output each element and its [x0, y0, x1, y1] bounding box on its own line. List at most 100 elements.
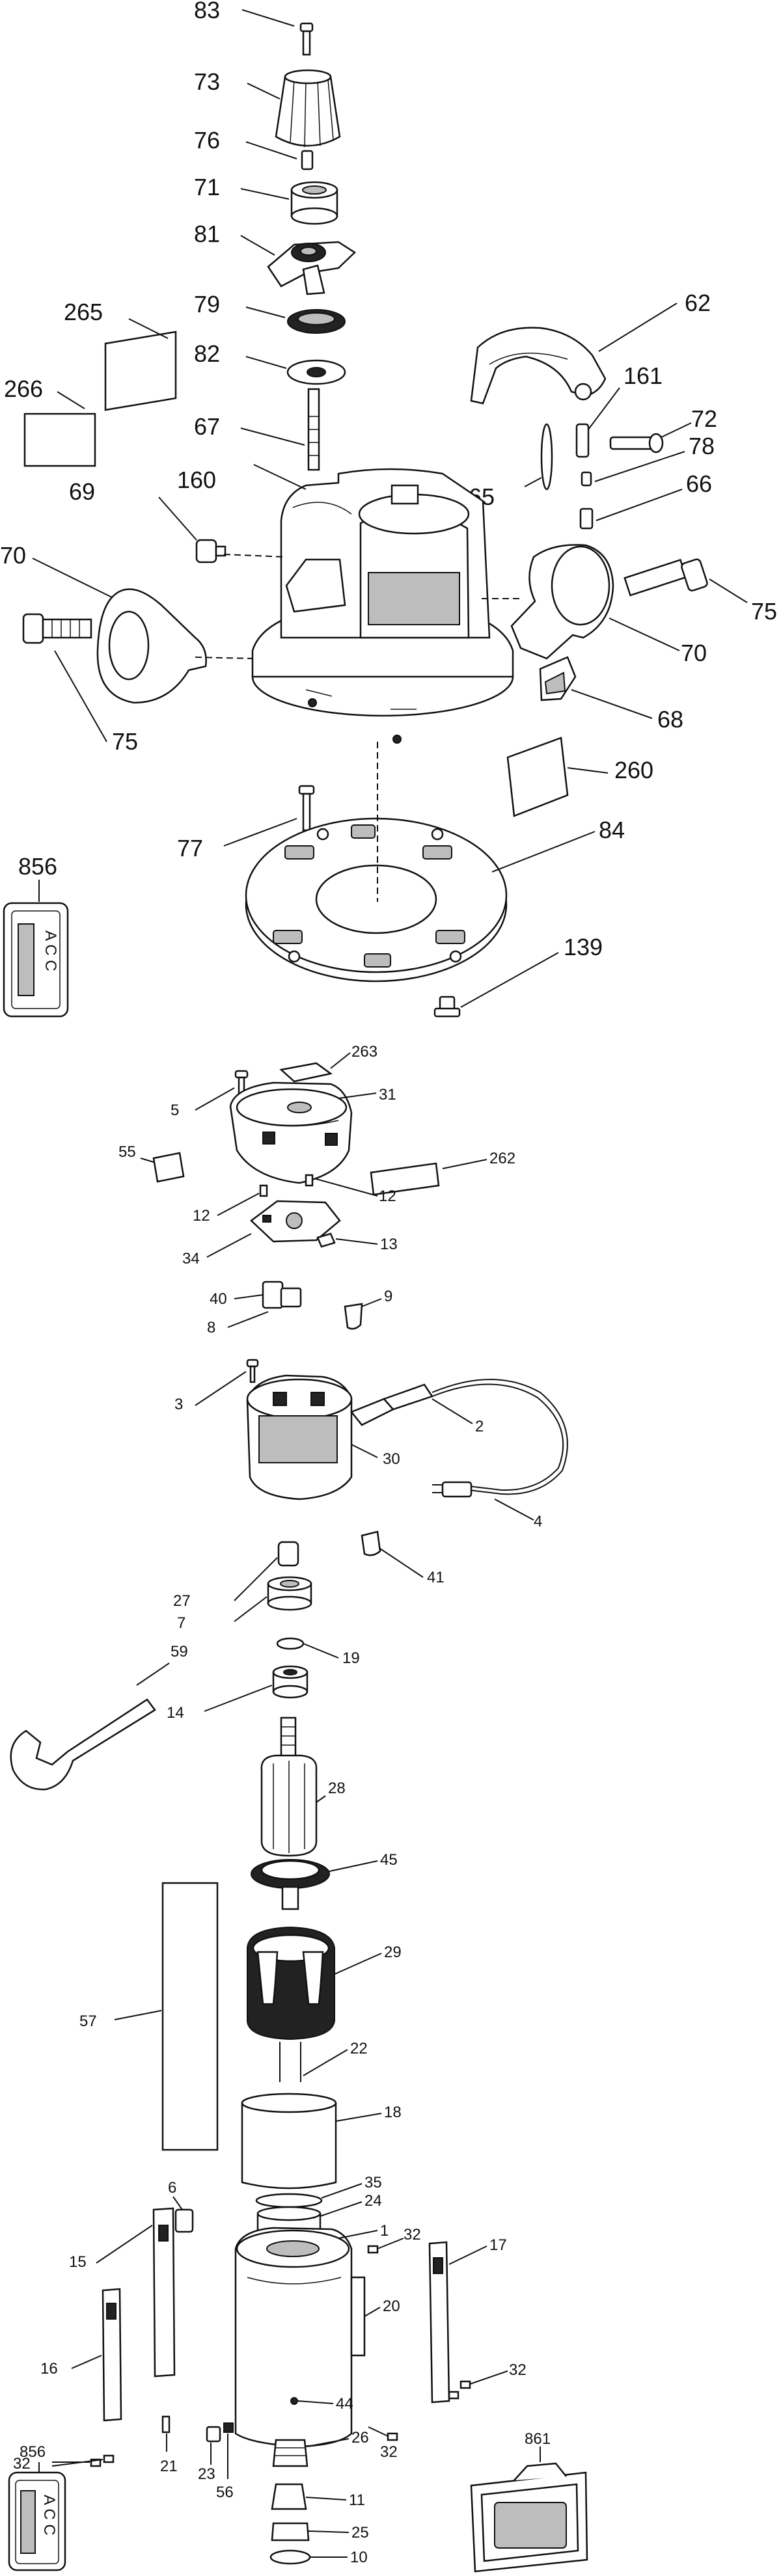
label-35: 35: [364, 2174, 382, 2191]
part-59-wrench: [10, 1662, 170, 1791]
label-8: 8: [207, 1319, 215, 1336]
part-262-label: [370, 1159, 487, 1196]
label-29: 29: [384, 1944, 402, 1961]
part-71-collar: [240, 181, 338, 225]
label-45: 45: [380, 1851, 398, 1869]
label-32-left: 32: [13, 2455, 31, 2473]
label-2: 2: [475, 1418, 484, 1435]
label-40: 40: [210, 1290, 227, 1308]
part-57-baffle: [114, 1882, 219, 2151]
part-31-motor-cap: [229, 1081, 377, 1184]
label-84: 84: [599, 817, 625, 843]
part-23-spring: [206, 2426, 221, 2465]
warning-label-text-top: A C C: [42, 930, 59, 971]
part-78-spring: [581, 451, 685, 487]
part-32-screws: [51, 2238, 508, 2467]
label-69: 69: [69, 478, 95, 505]
label-6: 6: [168, 2179, 176, 2197]
label-75-left: 75: [112, 728, 138, 755]
label-9: 9: [384, 1288, 392, 1305]
label-72: 72: [691, 405, 717, 432]
part-9-wire-nut: [344, 1298, 382, 1330]
label-32-right: 32: [509, 2361, 527, 2379]
label-21: 21: [160, 2458, 178, 2475]
label-1: 1: [380, 2222, 389, 2240]
warning-label-text-bottom: A C C: [40, 2495, 58, 2536]
label-22: 22: [350, 2040, 368, 2057]
part-22-screws: [279, 2042, 348, 2082]
label-27: 27: [173, 1592, 191, 1610]
part-69-small-knob: [158, 496, 226, 563]
part-139-nut: [433, 952, 559, 1018]
label-70-left: 70: [0, 542, 26, 569]
part-66-pin: [579, 489, 683, 530]
label-41: 41: [427, 1569, 445, 1586]
label-25: 25: [351, 2524, 369, 2542]
part-266-label: [23, 391, 96, 467]
label-15: 15: [69, 2253, 87, 2271]
part-45-fan: [251, 1859, 378, 1910]
part-19-retaining-ring: [276, 1637, 339, 1659]
label-81: 81: [194, 221, 220, 247]
label-62: 62: [685, 290, 711, 316]
part-21-screw: [161, 2415, 171, 2452]
part-17-clamp: [428, 2241, 487, 2404]
part-1-motor-housing: [234, 2227, 378, 2448]
part-2-cord-protector: [349, 1383, 473, 1426]
part-41-wire-nut: [361, 1530, 424, 1578]
part-6-switch: [172, 2196, 194, 2233]
label-160: 160: [177, 467, 216, 493]
part-76-pin: [245, 141, 314, 170]
label-70-right: 70: [681, 640, 707, 666]
label-71: 71: [194, 174, 220, 200]
part-40-switch: [234, 1281, 302, 1309]
part-20-cover: [364, 2307, 381, 2317]
label-73: 73: [194, 68, 220, 95]
label-263: 263: [351, 1043, 377, 1061]
label-31: 31: [379, 1086, 396, 1104]
part-15-switch-bracket: [96, 2207, 176, 2378]
part-260-label: [506, 737, 609, 817]
part-34-brush-plate: [206, 1200, 341, 1258]
label-14: 14: [167, 1704, 184, 1722]
part-3-screw: [195, 1359, 259, 1406]
label-23: 23: [198, 2465, 215, 2483]
label-16: 16: [40, 2360, 58, 2378]
label-4: 4: [534, 1513, 542, 1530]
label-77: 77: [177, 835, 203, 861]
label-34: 34: [182, 1250, 200, 1268]
label-79: 79: [194, 291, 220, 318]
label-56: 56: [216, 2484, 234, 2501]
label-13: 13: [380, 1236, 398, 1253]
label-28: 28: [328, 1780, 346, 1797]
part-11-collet: [271, 2483, 347, 2510]
label-26: 26: [351, 2429, 369, 2447]
label-161: 161: [623, 362, 663, 389]
part-10-o-ring: [269, 2549, 348, 2565]
part-25-nut: [271, 2522, 349, 2542]
label-68: 68: [657, 706, 683, 733]
label-20: 20: [383, 2298, 400, 2315]
label-17: 17: [489, 2236, 507, 2254]
label-11: 11: [349, 2491, 365, 2509]
part-28-armature: [260, 1716, 326, 1857]
label-32-bottom: 32: [380, 2443, 398, 2461]
part-18-cylinder: [241, 2093, 382, 2190]
label-24: 24: [364, 2192, 382, 2210]
label-75-right: 75: [751, 598, 777, 625]
label-7: 7: [177, 1614, 185, 1632]
label-76: 76: [194, 127, 220, 154]
part-16-clamp: [71, 2288, 122, 2422]
part-35-ring: [255, 2183, 363, 2208]
part-62-clamp-lever: [470, 303, 678, 405]
label-59: 59: [171, 1643, 188, 1661]
part-75-right-screw: [623, 558, 748, 603]
label-856-top: 856: [18, 853, 57, 880]
label-83: 83: [194, 0, 220, 23]
part-55-label: [140, 1152, 185, 1183]
label-44: 44: [336, 2395, 353, 2413]
part-68-clip: [539, 656, 653, 719]
label-18: 18: [384, 2104, 402, 2121]
label-861: 861: [525, 2430, 551, 2448]
